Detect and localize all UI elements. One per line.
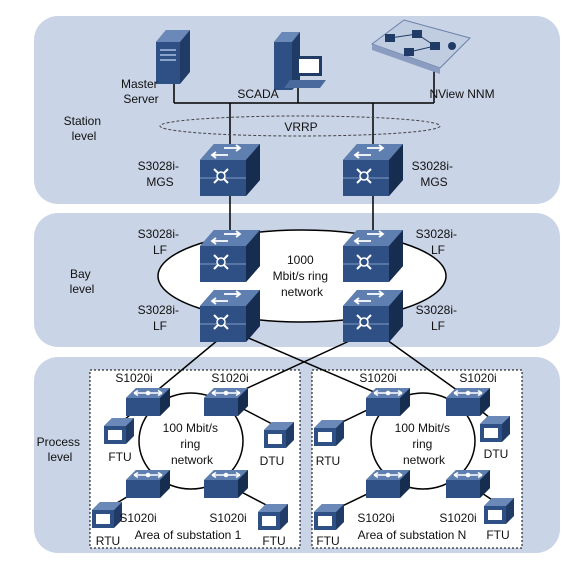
terminal-unit-icon	[104, 418, 134, 444]
process-ring-right	[370, 392, 476, 490]
layer3-switch-icon	[342, 229, 404, 283]
left-sw-bl-label: S1020i	[119, 511, 156, 525]
station-level-label: Station level	[64, 114, 105, 143]
terminal-unit-icon	[480, 416, 510, 442]
process-level-label: Process level	[37, 435, 84, 464]
terminal-unit-icon	[258, 504, 288, 530]
left-ftu-bottom-label: FTU	[262, 534, 285, 548]
mgs-right-label: S3028i- MGS	[412, 159, 457, 189]
access-switch-icon	[125, 387, 171, 417]
terminal-unit-icon	[484, 498, 514, 524]
layer3-switch-icon	[199, 289, 261, 343]
bay-ring-label: 1000 Mbit/s ring network	[273, 253, 332, 299]
lf-top-right-label: S3028i- LF	[416, 227, 461, 257]
server-icon	[156, 30, 190, 84]
access-switch-icon	[203, 387, 249, 417]
right-sw-tr-label: S1020i	[459, 371, 496, 385]
scada-workstation-icon	[274, 32, 326, 90]
left-rtu-bottom-label: RTU	[96, 534, 120, 548]
terminal-unit-icon	[314, 504, 344, 530]
right-dtu-label: DTU	[484, 447, 509, 461]
terminal-unit-icon	[314, 420, 344, 446]
left-ring-label: 100 Mbit/s ring network	[163, 421, 222, 467]
layer3-switch-icon	[199, 143, 261, 197]
access-switch-icon	[365, 387, 411, 417]
layer3-switch-icon	[342, 143, 404, 197]
lf-top-left-label: S3028i- LF	[138, 227, 183, 257]
left-sw-tr-label: S1020i	[211, 371, 248, 385]
left-sw-br-label: S1020i	[209, 511, 246, 525]
right-sw-bl-label: S1020i	[357, 511, 394, 525]
access-switch-icon	[125, 469, 171, 499]
right-sw-br-label: S1020i	[439, 511, 476, 525]
master-server-label: Master Server	[121, 77, 161, 106]
terminal-unit-icon	[264, 422, 294, 448]
vrrp-ellipse	[159, 115, 441, 137]
terminal-unit-icon	[92, 502, 122, 528]
nms-network-icon	[370, 19, 471, 74]
left-sw-tl-label: S1020i	[115, 371, 152, 385]
access-switch-icon	[365, 469, 411, 499]
layer3-switch-icon	[342, 289, 404, 343]
process-ring-left	[138, 392, 244, 490]
vrrp-label: VRRP	[284, 120, 317, 134]
right-ftu-bottom-right-label: FTU	[486, 528, 509, 542]
substation-n-label: Area of substation N	[358, 528, 467, 542]
lf-bottom-right-label: S3028i- LF	[416, 303, 461, 333]
layer3-switch-icon	[199, 229, 261, 283]
right-ring-label: 100 Mbit/s ring network	[395, 421, 454, 467]
left-dtu-label: DTU	[260, 454, 285, 468]
access-switch-icon	[203, 469, 249, 499]
right-rtu-top-label: RTU	[316, 454, 340, 468]
access-switch-icon	[445, 387, 491, 417]
mgs-left-label: S3028i- MGS	[138, 159, 183, 189]
left-ftu-top-label: FTU	[108, 450, 131, 464]
lf-bottom-left-label: S3028i- LF	[138, 303, 183, 333]
access-switch-icon	[445, 469, 491, 499]
nview-label: NView NNM	[429, 87, 494, 101]
scada-label: SCADA	[237, 87, 278, 101]
substation-1-label: Area of substation 1	[135, 528, 242, 542]
right-ftu-bottom-left-label: FTU	[316, 534, 339, 548]
bay-level-label: Bay level	[70, 267, 95, 296]
right-sw-tl-label: S1020i	[359, 371, 396, 385]
